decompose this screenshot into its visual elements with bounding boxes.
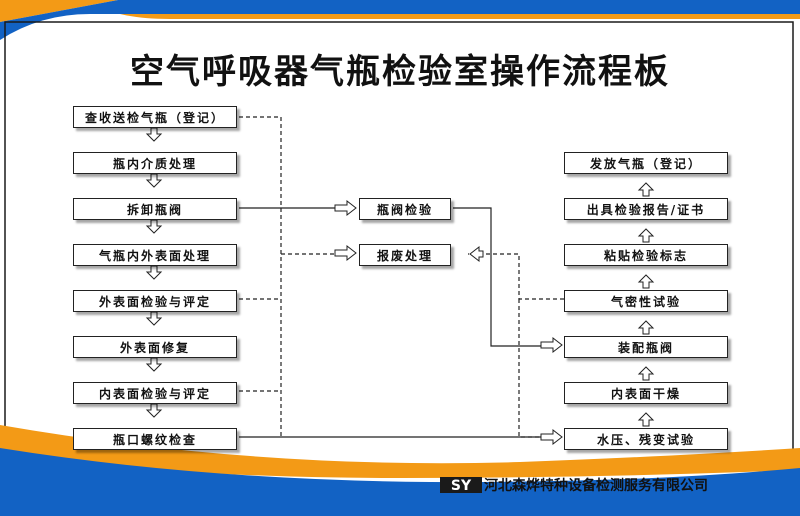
step-issue-report: 出具检验报告/证书	[564, 198, 728, 220]
step-valve-inspection: 瓶阀检验	[359, 198, 451, 220]
board-title: 空气呼吸器气瓶检验室操作流程板	[130, 52, 670, 92]
step-apply-label: 粘贴检验标志	[564, 244, 728, 266]
right-scrap-dashed	[468, 253, 564, 438]
logo-text: SY	[451, 478, 472, 493]
step-hydro-test: 水压、残变试验	[564, 428, 728, 450]
right-up-arrows	[637, 182, 655, 427]
step-medium-treatment: 瓶内介质处理	[73, 152, 237, 174]
step-remove-valve: 拆卸瓶阀	[73, 198, 237, 220]
left-down-arrows	[145, 127, 163, 418]
step-leak-test: 气密性试验	[564, 290, 728, 312]
step-inner-drying: 内表面干燥	[564, 382, 728, 404]
step-outer-inspection: 外表面检验与评定	[73, 290, 237, 312]
company-logo: SY	[440, 477, 482, 493]
company-footer: SY 河北森烨特种设备检测服务有限公司	[440, 475, 708, 495]
step-inner-inspection: 内表面检验与评定	[73, 382, 237, 404]
valve-to-assembly-line	[453, 207, 541, 347]
step-scrap: 报废处理	[359, 244, 451, 266]
step-outer-repair: 外表面修复	[73, 336, 237, 358]
scrap-dashed-bus	[239, 116, 337, 437]
step-dispatch-register: 发放气瓶（登记）	[564, 152, 728, 174]
step-thread-check: 瓶口螺纹检查	[73, 428, 237, 450]
step-receive-register: 查收送检气瓶（登记）	[73, 106, 237, 128]
step-assemble-valve: 装配瓶阀	[564, 336, 728, 358]
middle-input-arrows	[334, 199, 357, 262]
company-name: 河北森烨特种设备检测服务有限公司	[484, 478, 708, 494]
step-surface-treatment: 气瓶内外表面处理	[73, 244, 237, 266]
